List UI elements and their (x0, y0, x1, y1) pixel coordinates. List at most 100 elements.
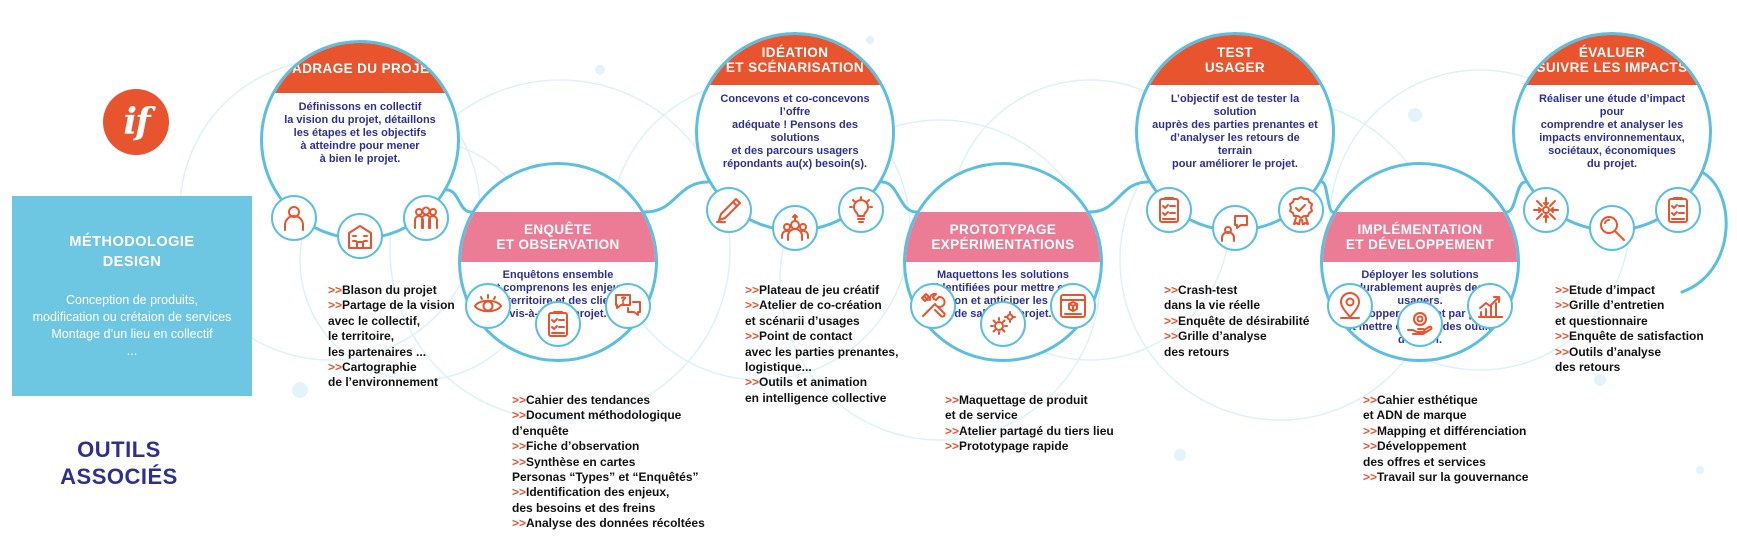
tool-item: >>Développement (1363, 439, 1528, 454)
growth-chart-icon (1467, 283, 1513, 329)
tool-item: et de service (945, 408, 1114, 423)
tool-item: >>Document méthodologique (512, 408, 705, 423)
tool-text: Cartographie (342, 360, 417, 375)
tool-bullet-arrow: >> (745, 329, 760, 344)
step-description: Concevons et co-concevons l’offre adéqua… (720, 93, 870, 170)
tool-bullet-arrow: >> (1164, 329, 1179, 344)
tools-label-line: OUTILS (77, 437, 161, 462)
tool-bullet-arrow: >> (1555, 329, 1570, 344)
tool-item: les partenaires ... (328, 345, 455, 360)
step-tools-list: >>Blason du projet>>Partage de la vision… (328, 283, 455, 391)
tool-text: de l’environnement (328, 375, 439, 390)
eye-icon (465, 283, 511, 329)
tool-text: Grille d’analyse (1178, 329, 1267, 344)
tool-text: Etude d’impact (1569, 283, 1656, 297)
tool-item: >>Grille d’analyse (1164, 329, 1309, 344)
step-description: L’objectif est de tester la solution aup… (1152, 93, 1318, 170)
tool-item: >>Plateau de jeu créatif (745, 283, 898, 298)
step-title-band: PROTOTYPAGE EXPÉRIMENTATIONS (906, 212, 1100, 262)
tool-bullet-arrow: >> (745, 283, 760, 297)
tool-text: Partage de la vision (342, 298, 455, 313)
tool-bullet-arrow: >> (512, 408, 527, 423)
tool-text: Point de contact (759, 329, 853, 344)
location-pin-icon (1327, 283, 1373, 329)
hand-target-icon (1397, 301, 1443, 347)
pen-icon (706, 187, 752, 233)
tool-item: >>Outils et animation (745, 375, 898, 390)
tool-text: des besoins et des freins (512, 500, 656, 515)
tool-text: avec le collectif, (328, 313, 421, 328)
methodology-line: modification ou crétaion de services (32, 310, 232, 324)
person-icon (271, 195, 317, 241)
tool-item: >>Maquettage de produit (945, 393, 1114, 408)
tool-text: Grille d’entretien (1569, 298, 1665, 313)
tool-text: Fiche d’observation (526, 439, 640, 454)
tool-bullet-arrow: >> (328, 298, 343, 313)
tool-text: Cahier esthétique (1377, 393, 1478, 407)
tool-item: des besoins et des freins (512, 501, 705, 516)
tool-item: le territoire, (328, 329, 455, 344)
tool-item: Personas “Types” et “Enquêtés” (512, 470, 705, 485)
tool-item: >>Atelier de co-création (745, 298, 898, 313)
tool-text: Outils et animation (759, 375, 868, 390)
tool-text: Atelier partagé du tiers lieu (959, 423, 1114, 438)
tool-text: Atelier de co-création (759, 298, 882, 313)
checklist-icon (535, 301, 581, 347)
tool-text: Document méthodologique (526, 408, 682, 423)
methodology-panel: MÉTHODOLOGIE DESIGN Conception de produi… (12, 196, 252, 396)
tool-item: >>Blason du projet (328, 283, 455, 298)
methodology-title: MÉTHODOLOGIE DESIGN (69, 234, 195, 270)
tool-item: des retours (1555, 360, 1704, 375)
tool-item: >>Partage de la vision (328, 298, 455, 313)
building-icon (337, 213, 383, 259)
tools-label: OUTILS ASSOCIÉS (20, 436, 218, 490)
tool-text: et scénarii d’usages (745, 313, 860, 328)
tool-item: de l’environnement (328, 375, 455, 390)
tool-text: Synthèse en cartes (526, 454, 636, 469)
step-title: TEST USAGER (1204, 45, 1266, 75)
tool-bullet-arrow: >> (945, 393, 960, 407)
badge-icon (1278, 187, 1324, 233)
tool-item: >>Fiche d’observation (512, 439, 705, 454)
tool-item: et scénarii d’usages (745, 314, 898, 329)
lightbulb-icon (838, 187, 884, 233)
tool-bullet-arrow: >> (1555, 298, 1570, 313)
tool-item: et ADN de marque (1363, 408, 1528, 423)
tool-bullet-arrow: >> (1164, 283, 1179, 297)
tool-item: des retours (1164, 345, 1309, 360)
tool-bullet-arrow: >> (512, 454, 527, 469)
tools-label-line: ASSOCIÉS (60, 464, 178, 489)
tool-text: et ADN de marque (1363, 408, 1467, 423)
tool-item: >>Analyse des données récoltées (512, 516, 705, 531)
magnifier-icon (1589, 205, 1635, 251)
methodology-line: Montage d’un lieu en collectif (51, 327, 213, 341)
tool-bullet-arrow: >> (328, 283, 343, 297)
step-title: ENQUÊTE ET OBSERVATION (496, 222, 620, 252)
tool-item: >>Cahier des tendances (512, 393, 705, 408)
step-title-band: TEST USAGER (1138, 35, 1332, 85)
impact-arrows-icon (1523, 187, 1569, 233)
checklist-icon (1146, 187, 1192, 233)
tool-text: des offres et services (1363, 454, 1486, 469)
tool-item: >>Cartographie (328, 360, 455, 375)
team-icon (772, 205, 818, 251)
tool-item: >>Crash-test (1164, 283, 1309, 298)
tool-bullet-arrow: >> (512, 516, 527, 531)
group-icon (403, 195, 449, 241)
step-title-band: IDÉATION ET SCÉNARISATION (698, 35, 892, 85)
tool-text: Prototypage rapide (959, 439, 1069, 454)
tool-item: logistique... (745, 360, 898, 375)
tool-item: >>Enquête de satisfaction (1555, 329, 1704, 344)
tool-text: Analyse des données récoltées (526, 516, 705, 531)
gears-icon (980, 301, 1026, 347)
step-tools-list: >>Plateau de jeu créatif>>Atelier de co-… (745, 283, 898, 406)
tool-bullet-arrow: >> (745, 375, 760, 390)
methodology-line: Conception de produits, (65, 293, 199, 307)
tool-text: Blason du projet (342, 283, 437, 297)
tool-bullet-arrow: >> (328, 360, 343, 375)
step-description: Réaliser une étude d’impact pour compren… (1538, 93, 1686, 170)
tool-text: Maquettage de produit (959, 393, 1088, 407)
tool-bullet-arrow: >> (1363, 439, 1378, 454)
